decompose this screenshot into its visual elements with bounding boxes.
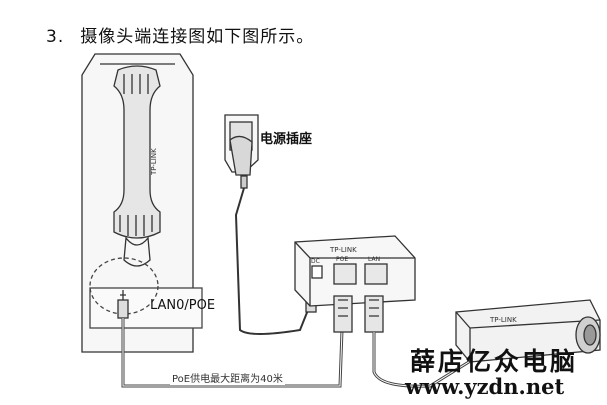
camera-brand-text: TP-LINK — [489, 316, 517, 324]
step-instruction: 3. 摄像头端连接图如下图所示。 — [46, 22, 314, 47]
poe-injector: TP-LINK DC POE LAN — [294, 235, 416, 307]
injector-port-poe: POE — [336, 256, 348, 263]
step-number: 3. — [46, 27, 65, 47]
distance-label: PoE供电最大距离为40米 — [170, 370, 285, 385]
power-socket-label: 电源插座 — [260, 132, 313, 147]
outdoor-ap-unit: TP-LINK — [81, 53, 203, 353]
injector-port-dc: DC — [311, 258, 320, 265]
watermark-url: www.yzdn.net — [405, 374, 565, 399]
ap-brand-text: TP-LINK — [150, 148, 158, 176]
step-text: 摄像头端连接图如下图所示。 — [80, 27, 315, 47]
port-label: LAN0/POE — [150, 298, 216, 313]
watermark-text: 薛店亿众电脑 — [410, 347, 579, 376]
injector-port-lan: LAN — [368, 256, 380, 263]
power-adapter — [224, 114, 317, 335]
injector-brand-text: TP-LINK — [329, 246, 357, 254]
bullet-camera: TP-LINK — [455, 299, 601, 363]
